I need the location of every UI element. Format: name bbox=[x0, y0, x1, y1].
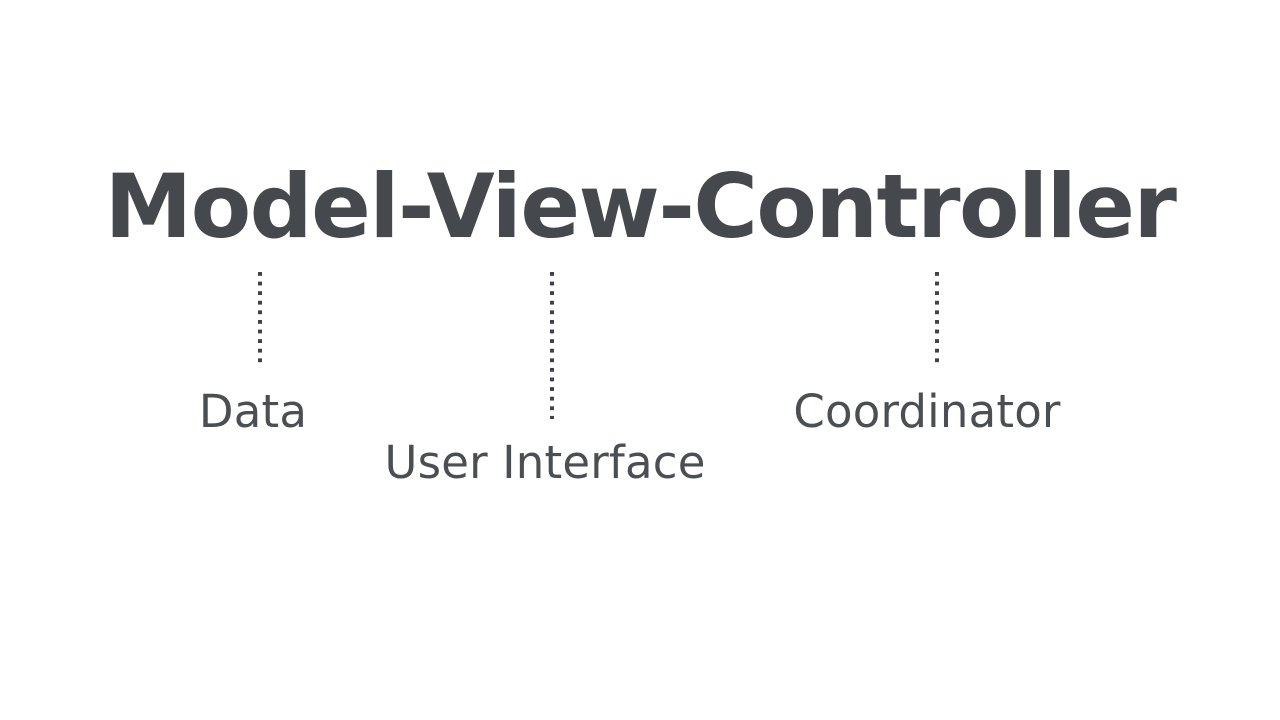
page-title: Model-View-Controller bbox=[104, 155, 1177, 258]
annotation-label-model-text: Data bbox=[198, 385, 308, 438]
connector-line-view bbox=[550, 272, 554, 419]
connector-line-model bbox=[258, 272, 262, 368]
annotation-label-view: User Interface bbox=[384, 440, 866, 485]
annotation-label-view-text: User Interface bbox=[384, 436, 706, 489]
annotation-label-controller: Coordinator bbox=[793, 389, 1194, 434]
annotation-label-model: Data bbox=[199, 389, 361, 434]
annotation-label-controller-text: Coordinator bbox=[793, 385, 1061, 438]
connector-line-controller bbox=[935, 272, 939, 368]
